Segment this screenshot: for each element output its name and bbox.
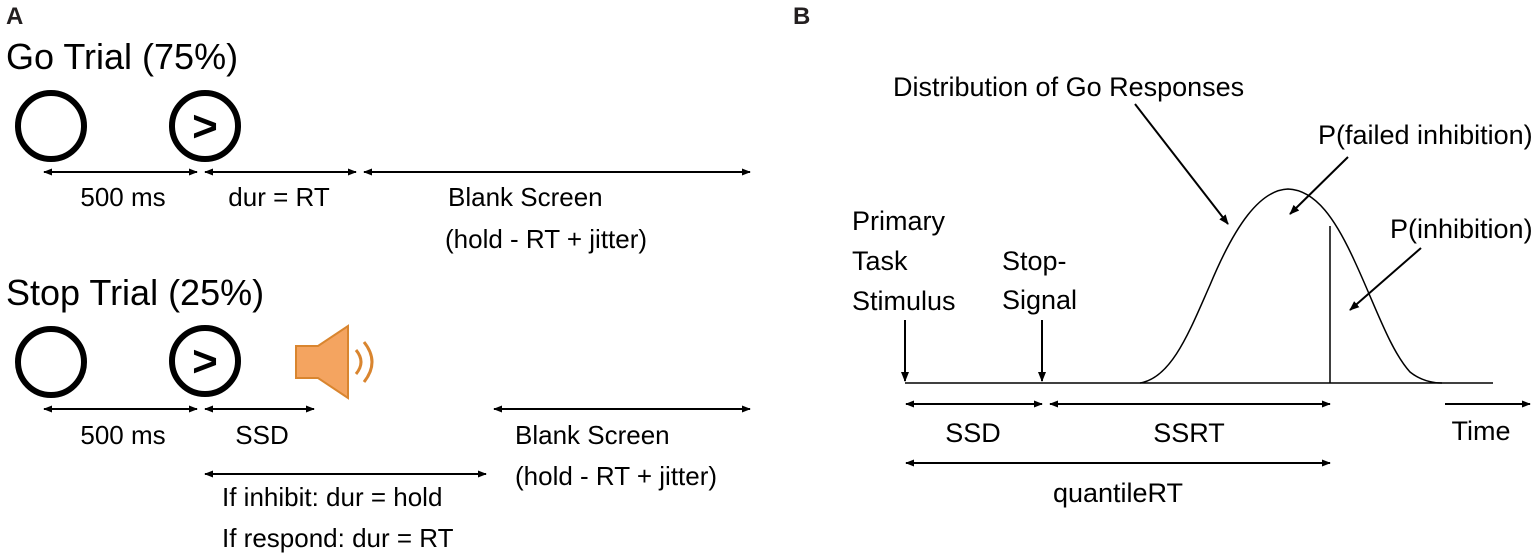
panel-b-label: B bbox=[793, 3, 810, 30]
stop-trial: Stop Trial (25%) > 500 ms SSD Blank Scre… bbox=[6, 272, 751, 553]
circle-icon bbox=[15, 90, 87, 162]
go-trial: Go Trial (75%) > 500 ms dur = RT Blank S… bbox=[6, 36, 751, 254]
stop-respond-label: If respond: dur = RT bbox=[222, 523, 454, 553]
ssrt-label: SSRT bbox=[1153, 418, 1225, 448]
svg-text:>: > bbox=[192, 337, 218, 386]
circle-icon bbox=[15, 326, 87, 398]
stop-blank-label-1: Blank Screen bbox=[515, 420, 670, 450]
go-blank-label-2: (hold - RT + jitter) bbox=[445, 224, 647, 254]
distribution-pointer-arrow bbox=[1134, 103, 1229, 225]
quantile-rt-label: quantileRT bbox=[1053, 478, 1183, 508]
stop-interval-1-label: 500 ms bbox=[80, 420, 165, 450]
stop-blank-label-2: (hold - RT + jitter) bbox=[515, 461, 717, 491]
primary-label-line-3: Stimulus bbox=[852, 286, 956, 316]
failed-inhibition-label: P(failed inhibition) bbox=[1318, 120, 1533, 150]
distribution-label: Distribution of Go Responses bbox=[893, 72, 1244, 102]
inhibition-label: P(inhibition) bbox=[1390, 214, 1533, 244]
failed-inhibition-pointer-arrow bbox=[1289, 156, 1349, 215]
primary-label-line-1: Primary bbox=[852, 206, 945, 236]
go-arrow-icon: > bbox=[169, 325, 241, 397]
go-blank-label-1: Blank Screen bbox=[448, 182, 603, 212]
inhibition-pointer-arrow bbox=[1349, 247, 1422, 311]
ssd-label: SSD bbox=[945, 418, 1001, 448]
speaker-icon bbox=[295, 324, 374, 400]
time-label: Time bbox=[1452, 416, 1511, 446]
go-interval-1-label: 500 ms bbox=[80, 182, 165, 212]
go-response-distribution-curve bbox=[1139, 188, 1443, 384]
stop-signal-label-line-2: Signal bbox=[1002, 285, 1077, 315]
panel-a: A Go Trial (75%) > 500 ms dur = RT Blank… bbox=[6, 3, 751, 553]
stop-ssd-label: SSD bbox=[235, 420, 288, 450]
panel-a-label: A bbox=[6, 3, 23, 30]
svg-text:>: > bbox=[192, 102, 218, 151]
go-interval-2-label: dur = RT bbox=[228, 182, 330, 212]
go-arrow-icon: > bbox=[169, 90, 241, 162]
stop-inhibit-label: If inhibit: dur = hold bbox=[222, 482, 442, 512]
go-trial-title: Go Trial (75%) bbox=[6, 36, 238, 77]
primary-label-line-2: Task bbox=[852, 246, 908, 276]
stop-trial-title: Stop Trial (25%) bbox=[6, 272, 264, 313]
stop-signal-label-line-1: Stop- bbox=[1002, 246, 1067, 276]
panel-b: B Distribution of Go Responses P(failed … bbox=[793, 3, 1533, 508]
